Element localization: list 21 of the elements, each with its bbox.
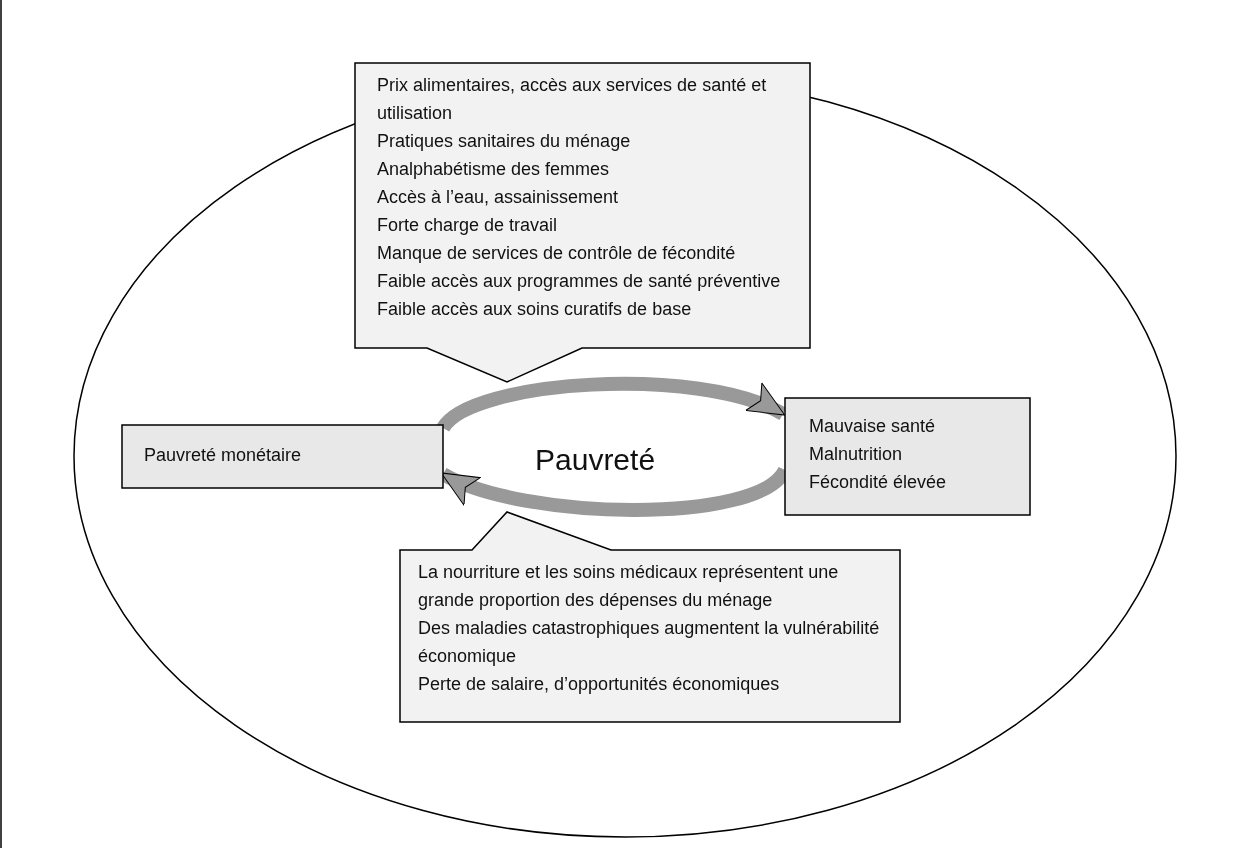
item-text: Malnutrition: [809, 443, 904, 466]
item-text: Pratiques sanitaires du ménage: [377, 130, 632, 153]
item-text: Faible accès aux soins curatifs de base: [377, 298, 693, 321]
process-box: [785, 398, 1030, 515]
item-text: Mauvaise santé: [809, 415, 937, 438]
callout-box: [355, 63, 810, 382]
callout-box: [400, 512, 900, 722]
item-text: Forte charge de travail: [377, 214, 559, 237]
item-text: Faible accès aux programmes de santé préventive: [377, 270, 782, 293]
curved-arrow: [437, 376, 786, 433]
item-text: Des maladies catastrophiques augmentent la vulnérabilité économique: [418, 617, 881, 668]
item-text: La nourriture et les soins médicaux représentent une grande proportion des dépenses du ménage: [418, 561, 840, 612]
item-text: Fécondité élevée: [809, 471, 948, 494]
center-label: Pauvreté: [535, 443, 656, 477]
item-text: Pauvreté monétaire: [144, 444, 303, 467]
item-text: Prix alimentaires, accès aux services de santé et utilisation: [377, 74, 768, 125]
item-text: Accès à l’eau, assainissement: [377, 186, 620, 209]
item-text: Manque de services de contrôle de fécondité: [377, 242, 737, 265]
item-text: Analphabétisme des femmes: [377, 158, 611, 181]
process-box: [122, 425, 443, 488]
item-text: Perte de salaire, d’opportunités économiques: [418, 673, 781, 696]
